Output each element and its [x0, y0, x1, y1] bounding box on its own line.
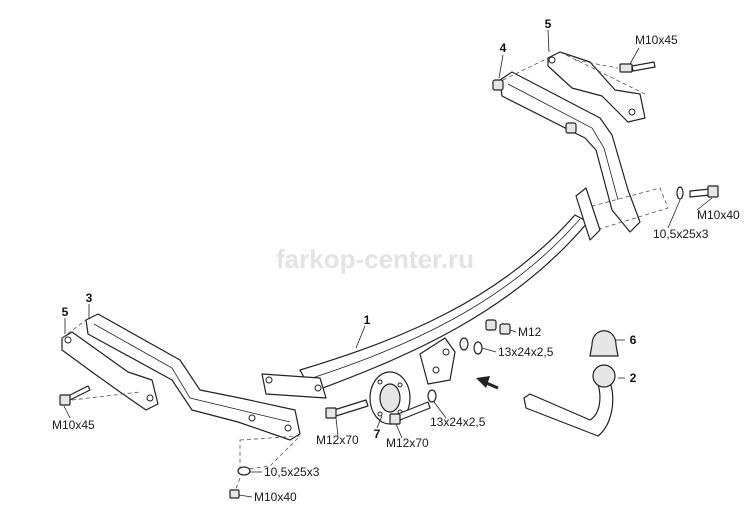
leader-line [629, 47, 640, 65]
label-m10x40-right: M10x40 [697, 208, 740, 222]
right-side-bracket [492, 71, 641, 233]
label-washer-bottom: 10,5x25x3 [264, 465, 320, 479]
bolt-m10x40-bottom [229, 477, 241, 499]
nut-m12 [485, 319, 511, 335]
part-number-3: 3 [86, 291, 93, 305]
label-m12: M12 [518, 325, 542, 339]
tow-ball-neck [523, 364, 616, 437]
left-side-bracket [85, 313, 301, 441]
part-number-2: 2 [630, 371, 637, 385]
label-m12x70-left: M12x70 [316, 433, 359, 447]
direction-arrow [476, 376, 499, 390]
label-m10x45-top: M10x45 [635, 33, 678, 47]
part-number-1: 1 [364, 313, 371, 327]
watermark-text: farkop-center.ru [276, 244, 474, 274]
part-number-6: 6 [630, 333, 637, 347]
main-crossbar [261, 187, 601, 399]
leader-line [498, 54, 504, 79]
part-number-4: 4 [500, 41, 507, 55]
bolt-m10x45-left [59, 385, 91, 406]
washer-bottom [237, 466, 251, 476]
assembly-guide-line [584, 187, 669, 231]
part-number-5-top: 5 [545, 17, 552, 31]
part-number-5-left: 5 [62, 305, 69, 319]
leader-line [547, 29, 550, 53]
leader-line [433, 401, 447, 419]
assembly-guide-line [574, 59, 619, 69]
assembly-guide-line [239, 435, 302, 471]
leader-line [335, 417, 339, 437]
bolt-m12x70-right [389, 401, 431, 425]
bolt-m10x40-right [689, 185, 719, 198]
right-mounting-plate [547, 51, 646, 123]
leader-line [696, 197, 713, 211]
assembly-guide-line [502, 57, 549, 81]
bolt-m12x70-left [325, 399, 369, 419]
leader-line [355, 325, 366, 349]
leader-line [481, 347, 497, 353]
label-washer-13x24-upper: 13x24x2,5 [498, 345, 554, 359]
washer-right [676, 186, 684, 200]
ball-mount-bracket [419, 337, 456, 385]
label-m12x70-right: M12x70 [386, 436, 429, 450]
left-mounting-plate [61, 331, 159, 411]
leader-line [509, 329, 517, 333]
leader-line [667, 199, 681, 229]
label-m10x40-bottom: M10x40 [254, 490, 297, 504]
bolt-m10x45-top [619, 61, 656, 73]
washer-13x24-lower [427, 389, 437, 403]
label-m10x45-left: M10x45 [52, 418, 95, 432]
tow-ball-cap [589, 330, 619, 357]
leader-line [395, 423, 403, 439]
assembly-guide-line [559, 51, 646, 95]
assembly-guide-line [71, 391, 141, 401]
leader-line [376, 415, 383, 429]
leader-line [63, 405, 71, 419]
washer-13x24-upper [459, 337, 483, 355]
label-washer-right: 10,5x25x3 [653, 227, 709, 241]
leader-line [238, 494, 253, 498]
label-washer-13x24-lower: 13x24x2,5 [430, 415, 486, 429]
part-number-7: 7 [374, 427, 381, 441]
assembly-guide-line [61, 319, 87, 339]
